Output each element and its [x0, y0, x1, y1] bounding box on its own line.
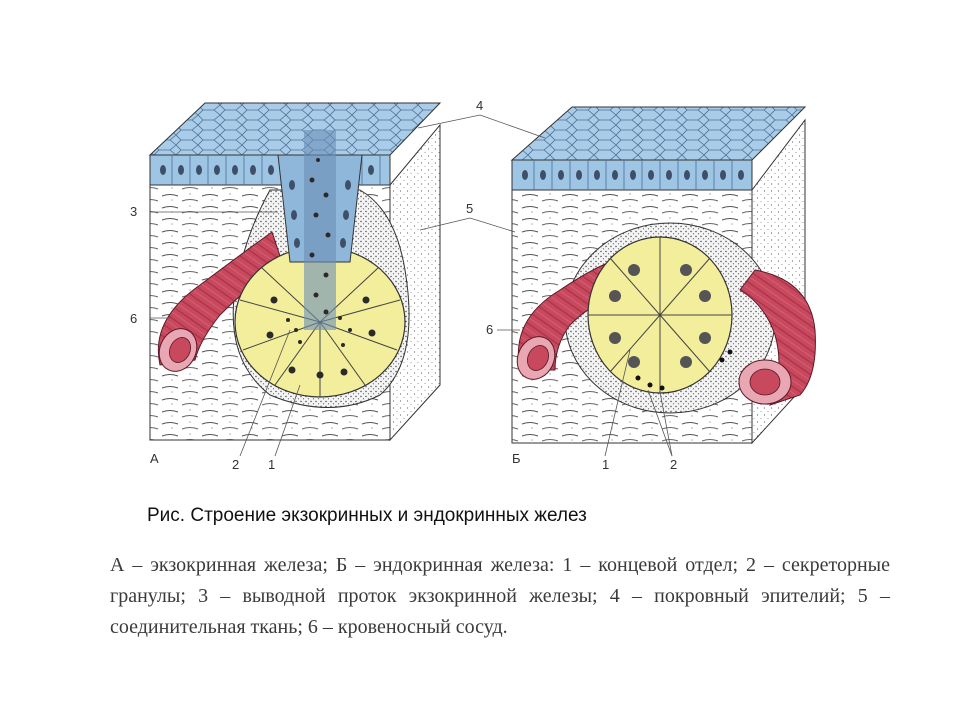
panel-b-label-6: 6	[486, 322, 493, 337]
panel-b-label-1: 1	[602, 457, 609, 472]
label-5-connective-tissue: 5	[466, 201, 473, 216]
panel-b-blood-vessel-right	[738, 269, 816, 406]
panel-a-exocrine-gland: А 3 6 2 1	[130, 102, 442, 472]
figure-legend: А – экзокринная железа; Б – эндокринная …	[110, 554, 890, 638]
panel-a-excretory-duct	[277, 130, 363, 330]
panel-a-label-6: 6	[130, 311, 137, 326]
panel-a-label-3: 3	[130, 204, 137, 219]
gland-structure-figure: А 3 6 2 1	[130, 98, 816, 472]
panel-a-label-1: 1	[268, 457, 275, 472]
panel-a-letter: А	[150, 451, 159, 466]
panel-b-endocrine-gland: Б 6 1 2	[486, 106, 816, 472]
panel-b-letter: Б	[512, 451, 521, 466]
panel-b-label-2: 2	[670, 457, 677, 472]
label-4-epithelium: 4	[476, 98, 483, 113]
panel-b-epithelium-surface	[510, 106, 807, 161]
panel-b-blood-vessel-left	[516, 261, 616, 380]
panel-a-epithelium-surface	[148, 102, 442, 156]
panel-a-label-2: 2	[232, 457, 239, 472]
figure-caption: Рис. Строение экзокринных и эндокринных …	[147, 505, 587, 526]
panel-b-secretory-end-piece	[587, 236, 733, 394]
panel-a-blood-vessel	[157, 231, 283, 372]
